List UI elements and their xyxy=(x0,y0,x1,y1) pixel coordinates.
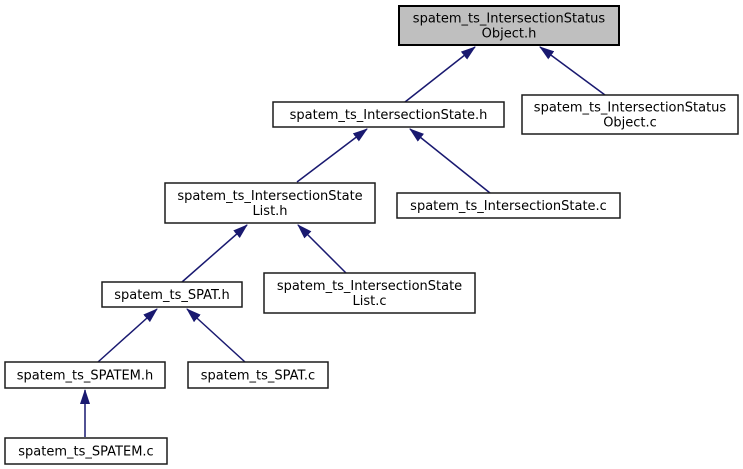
node-label-spat-h: spatem_ts_SPAT.h xyxy=(114,288,230,303)
edge-intersection-state-h-to-intersection-status-object-h xyxy=(404,46,476,103)
edge-spatem-h-to-spat-h xyxy=(97,308,158,363)
node-label-intersection-state-h: spatem_ts_IntersectionState.h xyxy=(290,108,488,123)
edge-intersection-state-list-c-to-intersection-state-list-h xyxy=(297,224,347,274)
edge-spat-c-to-spat-h xyxy=(186,308,246,363)
node-box-spat-h[interactable] xyxy=(101,281,243,308)
node-spatem-h[interactable]: spatem_ts_SPATEM.h xyxy=(4,361,166,389)
node-spat-h[interactable]: spatem_ts_SPAT.h xyxy=(101,281,243,308)
edge-intersection-status-object-c-to-intersection-status-object-h xyxy=(539,46,606,96)
node-spat-c[interactable]: spatem_ts_SPAT.c xyxy=(187,361,329,389)
node-box-intersection-state-c[interactable] xyxy=(396,192,621,219)
node-label-spat-c: spatem_ts_SPAT.c xyxy=(201,369,315,384)
node-box-intersection-status-object-h[interactable] xyxy=(398,5,620,46)
node-label-spatem-h: spatem_ts_SPATEM.h xyxy=(17,369,154,384)
node-box-intersection-status-object-c[interactable] xyxy=(521,94,739,135)
edge-intersection-state-c-to-intersection-state-h xyxy=(409,128,491,194)
node-intersection-state-h[interactable]: spatem_ts_IntersectionState.h xyxy=(272,101,505,128)
edge-spat-h-to-intersection-state-list-h xyxy=(181,224,248,283)
node-spatem-c[interactable]: spatem_ts_SPATEM.c xyxy=(4,437,168,465)
node-intersection-state-c[interactable]: spatem_ts_IntersectionState.c xyxy=(396,192,621,219)
node-box-spatem-c[interactable] xyxy=(4,437,168,465)
node-label-intersection-state-c: spatem_ts_IntersectionState.c xyxy=(410,199,607,214)
node-box-intersection-state-list-h[interactable] xyxy=(164,182,376,224)
node-box-spat-c[interactable] xyxy=(187,361,329,389)
edge-intersection-state-list-h-to-intersection-state-h xyxy=(296,128,368,183)
node-box-intersection-state-h[interactable] xyxy=(272,101,505,128)
node-label-spatem-c: spatem_ts_SPATEM.c xyxy=(18,445,153,460)
node-box-intersection-state-list-c[interactable] xyxy=(263,272,476,314)
node-box-spatem-h[interactable] xyxy=(4,361,166,389)
